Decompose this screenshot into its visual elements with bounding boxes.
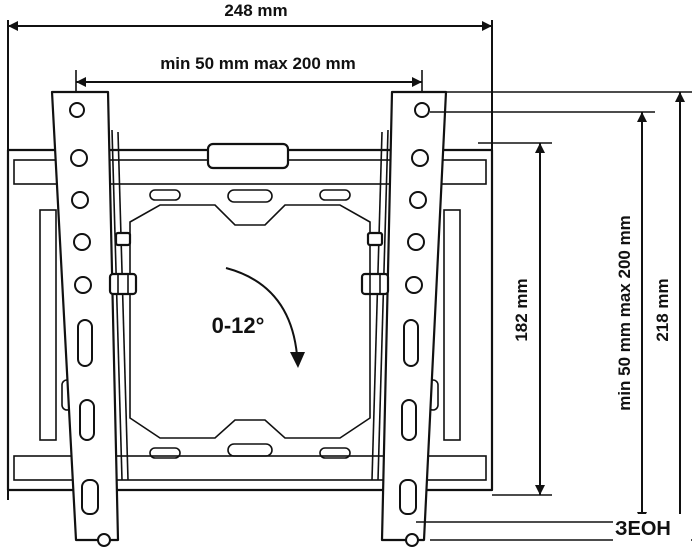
vesa-horizontal-dimension: min 50 mm max 200 mm <box>75 54 423 100</box>
plate-cutout <box>129 204 371 439</box>
total-width-label: 248 mm <box>224 1 287 20</box>
vesa-vertical-label: min 50 mm max 200 mm <box>615 215 634 411</box>
right-bolt <box>360 272 390 296</box>
plate-height-dimension: 182 mm <box>512 143 545 495</box>
total-height-label: 218 mm <box>653 278 672 341</box>
plate-handle <box>206 142 290 170</box>
total-height-dimension: 218 mm <box>653 92 685 540</box>
vesa-vertical-dimension: min 50 mm max 200 mm <box>615 112 647 522</box>
logo-text: ЗЕОН <box>615 518 671 540</box>
vesa-horizontal-label: min 50 mm max 200 mm <box>160 54 356 73</box>
plate-height-label: 182 mm <box>512 278 531 341</box>
left-bolt <box>108 272 138 296</box>
tilt-label: 0-12° <box>212 313 265 338</box>
tilt-indicator: 0-12° <box>212 267 305 368</box>
brand-logo: ЗЕОН <box>613 514 691 542</box>
right-mounting-arm <box>360 90 448 547</box>
left-mounting-arm <box>50 90 138 547</box>
